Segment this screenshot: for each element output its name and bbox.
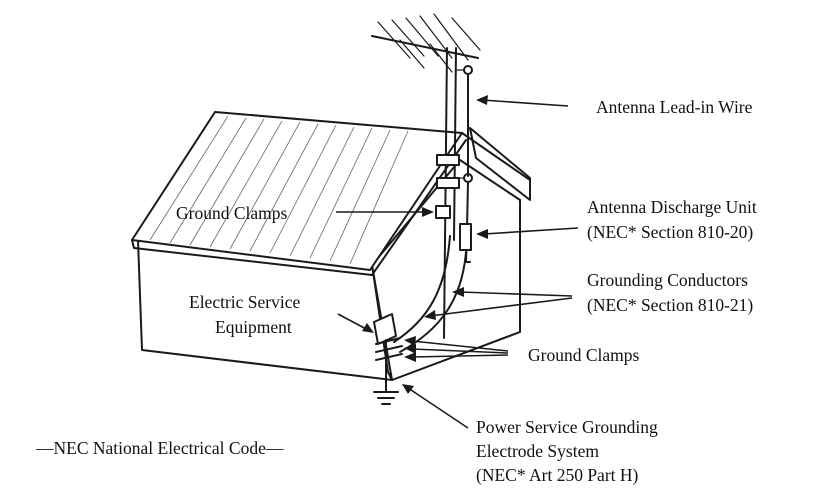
- antenna-mast-left: [443, 47, 448, 339]
- label-power-service-3: (NEC* Art 250 Part H): [476, 465, 639, 485]
- nec-footnote: —NEC National Electrical Code—: [35, 438, 284, 458]
- leader-arrows: [336, 95, 579, 429]
- antenna: [371, 13, 481, 339]
- ground-symbol-icon: [373, 391, 399, 405]
- label-antenna-discharge-unit-2: (NEC* Section 810-20): [587, 222, 753, 242]
- label-antenna-discharge-unit-1: Antenna Discharge Unit: [587, 197, 757, 217]
- label-power-service-1: Power Service Grounding: [476, 417, 658, 437]
- mast-bracket-2: [436, 177, 460, 189]
- label-grounding-conductors-2: (NEC* Section 810-21): [587, 295, 753, 315]
- gable-trim: [461, 132, 531, 191]
- label-electric-service-1: Electric Service: [189, 292, 300, 312]
- roof-eave: [131, 139, 467, 276]
- house: [131, 111, 531, 381]
- label-antenna-lead-in-wire: Antenna Lead-in Wire: [596, 97, 753, 117]
- antenna-discharge-unit: [459, 223, 472, 251]
- antenna-mast-right: [453, 47, 457, 241]
- roof-hatching: [149, 115, 409, 265]
- label-grounding-conductors-1: Grounding Conductors: [587, 270, 748, 290]
- label-electric-service-2: Equipment: [215, 317, 292, 337]
- antenna-elements: [377, 13, 481, 73]
- electric-service-box: [373, 313, 397, 345]
- standoff-insulator-1: [463, 65, 473, 75]
- mast-bracket-1: [436, 154, 460, 166]
- lower-ground-clamps: [375, 337, 403, 361]
- label-ground-clamps-lower: Ground Clamps: [528, 345, 640, 365]
- antenna-boom: [371, 35, 479, 59]
- upper-ground-clamp: [435, 205, 451, 219]
- roof-right-plane: [469, 127, 531, 201]
- grounding-conductor-inner: [393, 235, 451, 343]
- label-ground-clamps-upper: Ground Clamps: [176, 203, 288, 223]
- label-power-service-2: Electrode System: [476, 441, 599, 461]
